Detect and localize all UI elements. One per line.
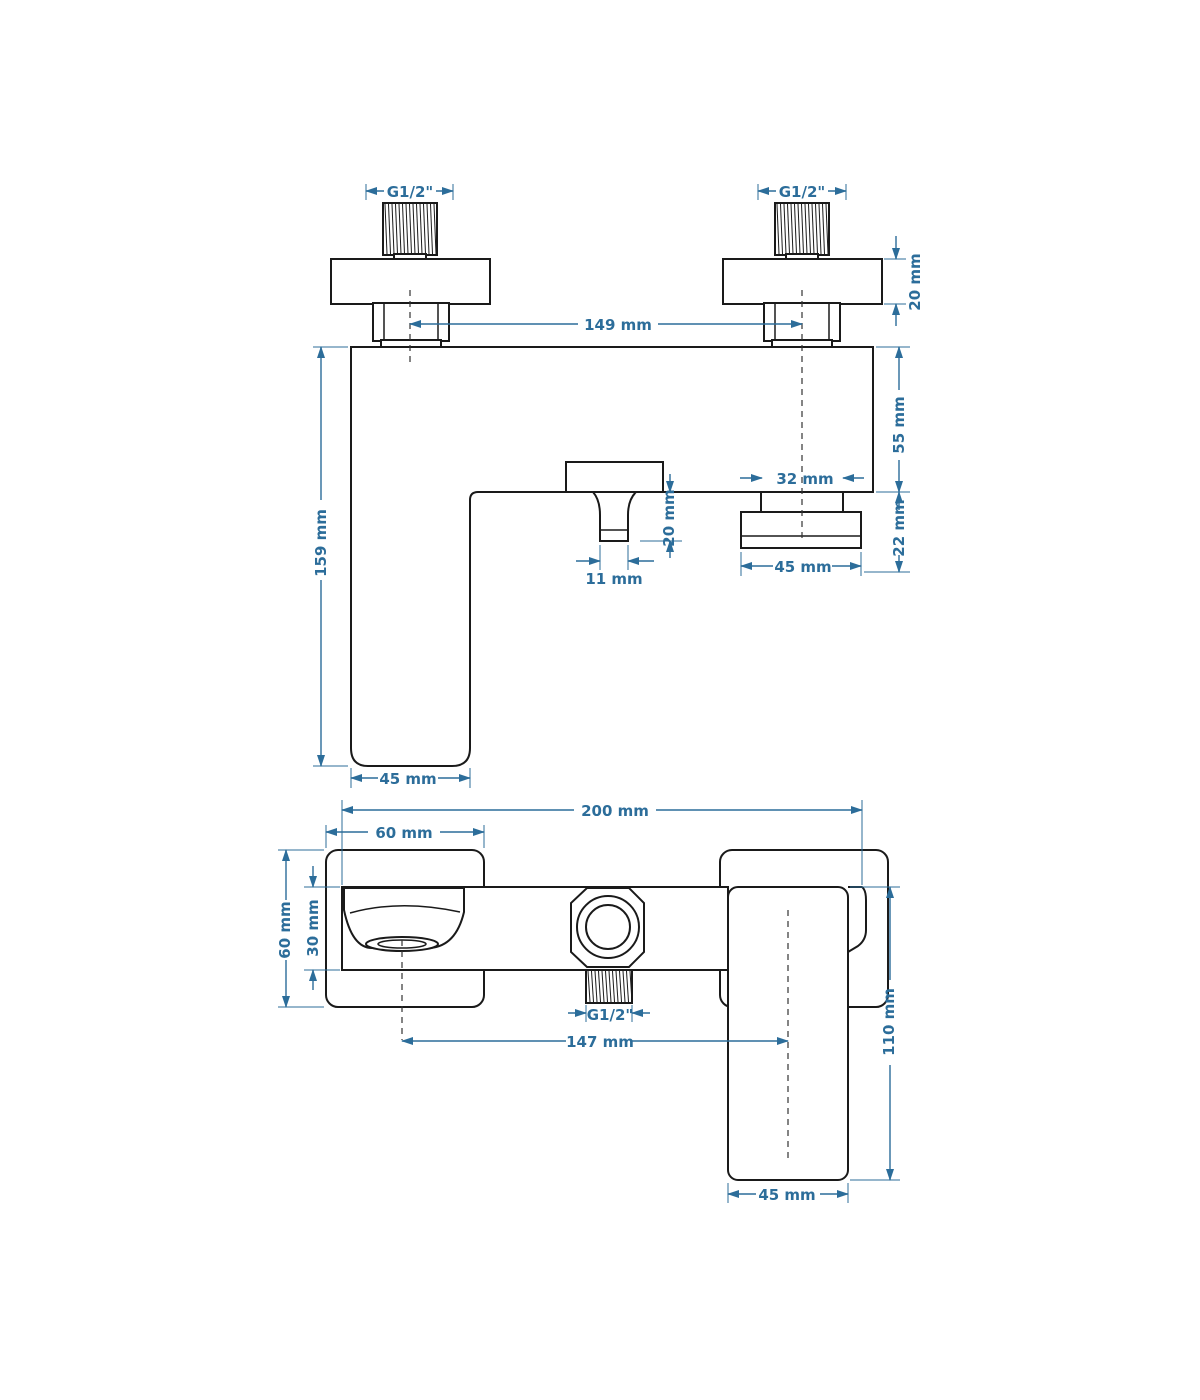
- dim-total-height: 159 mm: [312, 509, 330, 577]
- dim-flange-depth: 60 mm: [276, 901, 294, 958]
- mixer-handle-side: [740, 491, 862, 549]
- dim-thread-left: G1/2": [387, 183, 433, 201]
- dim-spout-width: 45 mm: [379, 770, 436, 788]
- dim-spout-depth: 30 mm: [304, 899, 322, 956]
- diverter-knob: [565, 461, 664, 542]
- dim-handle-height: 22 mm: [890, 499, 908, 556]
- left-wall-flange: [330, 258, 491, 305]
- dim-thread-right: G1/2": [779, 183, 825, 201]
- dim-diverter-width: 11 mm: [585, 570, 642, 588]
- dim-spout-to-handle: 147 mm: [566, 1033, 634, 1051]
- dim-body-height: 55 mm: [890, 396, 908, 453]
- dim-thread-bottom: G1/2": [587, 1006, 633, 1024]
- mixer-handle-plan: [727, 886, 867, 1181]
- dim-diverter-height: 20 mm: [660, 489, 678, 546]
- left-inlet-thread: [382, 202, 438, 261]
- dim-flange-height: 20 mm: [906, 253, 924, 310]
- mixer-body-with-spout: [350, 346, 874, 767]
- dim-inlet-spacing: 149 mm: [584, 316, 652, 334]
- left-connector-nut: [372, 302, 450, 348]
- right-wall-flange: [722, 258, 883, 305]
- dim-flange-width: 60 mm: [375, 824, 432, 842]
- dim-cartridge-width: 32 mm: [776, 470, 833, 488]
- spout-outlet: [343, 887, 465, 952]
- dim-handle-width: 45 mm: [774, 558, 831, 576]
- bottom-inlet-thread: [585, 969, 633, 1004]
- dim-handle-length: 110 mm: [880, 988, 898, 1056]
- dim-total-width: 200 mm: [581, 802, 649, 820]
- right-inlet-thread: [774, 202, 830, 261]
- dim-handle-width-bottom: 45 mm: [758, 1186, 815, 1204]
- top-view: [325, 849, 889, 1181]
- dimension-lines: G1/2" G1/2" 20 mm 149 mm 55 mm 22 mm: [276, 183, 924, 1204]
- diverter-top: [570, 887, 645, 968]
